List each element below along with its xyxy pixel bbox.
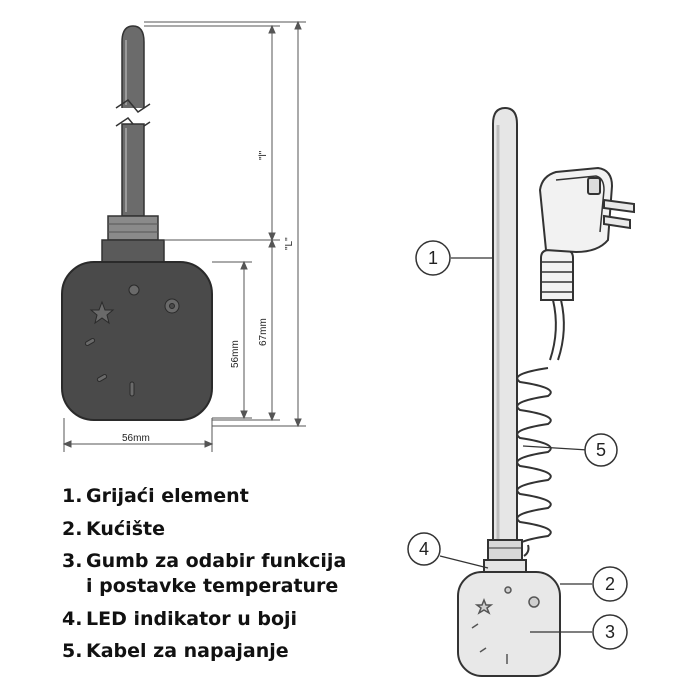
legend-item-text: Kućište	[86, 517, 165, 540]
height-dimension-label: 56mm	[230, 340, 241, 368]
element-length-dimension	[144, 24, 280, 242]
right-knob-gear-icon	[528, 596, 540, 608]
svg-text:3: 3	[605, 622, 615, 642]
legend-item-text: Grijaći element	[86, 485, 249, 507]
parts-legend: 1. Grijaći element 2. Kućište 3. Gumb za…	[62, 484, 346, 672]
callout-3: 3	[592, 614, 628, 650]
height-dimension	[212, 260, 252, 420]
legend-item: 5. Kabel za napajanje	[62, 639, 346, 664]
callout-2: 2	[592, 566, 628, 602]
legend-item: 4. LED indikator u boji	[62, 607, 346, 632]
svg-text:5: 5	[596, 440, 606, 460]
legend-item-text: LED indikator u boji	[86, 607, 298, 630]
callout-1: 1	[415, 240, 451, 276]
right-knob-dot-icon	[504, 586, 512, 594]
width-dimension-label: 56mm	[122, 433, 150, 444]
callout-5: 5	[584, 433, 618, 467]
left-rod-break	[115, 99, 151, 113]
legend-item-number: 2.	[62, 517, 83, 540]
total-length-dimension-label: "L"	[284, 237, 295, 250]
right-thread-nut	[487, 539, 523, 561]
element-length-dimension-label: "l"	[258, 150, 269, 160]
width-dimension	[62, 418, 214, 452]
right-heater-illustration: 1 5 4 2 3	[407, 106, 635, 677]
callout-4: 4	[407, 532, 441, 566]
legend-item-number: 5.	[62, 640, 83, 662]
legend-item: 2. Kućište	[62, 517, 346, 542]
legend-item-text: Gumb za odabir funkcija i postavke tempe…	[86, 550, 347, 597]
knob-star-icon	[89, 300, 115, 325]
legend-item-text: Kabel za napajanje	[86, 640, 289, 662]
legend-item: 3. Gumb za odabir funkcija i postavke te…	[62, 549, 346, 599]
knob-dot-icon	[128, 284, 140, 296]
callout-leaders	[439, 257, 592, 633]
svg-text:2: 2	[605, 574, 615, 594]
body-height-dimension-label: 67mm	[258, 318, 269, 346]
body-height-dimension	[164, 238, 280, 422]
legend-item-number: 3.	[62, 550, 83, 572]
power-cable	[516, 299, 565, 557]
legend-item-number: 1.	[62, 485, 83, 507]
right-knob-star-icon	[474, 597, 494, 615]
total-length-dimension	[144, 20, 306, 428]
legend-item-number: 4.	[62, 607, 83, 630]
svg-text:4: 4	[419, 539, 429, 559]
power-plug	[538, 166, 635, 301]
left-heating-rod-upper	[121, 25, 145, 108]
legend-item: 1. Grijaći element	[62, 484, 346, 509]
left-thread-nut	[107, 215, 159, 241]
svg-text:1: 1	[428, 248, 438, 268]
left-heater-illustration: 56mm 56mm 67mm "l"	[61, 20, 306, 452]
knob-marker-icon	[84, 338, 96, 346]
